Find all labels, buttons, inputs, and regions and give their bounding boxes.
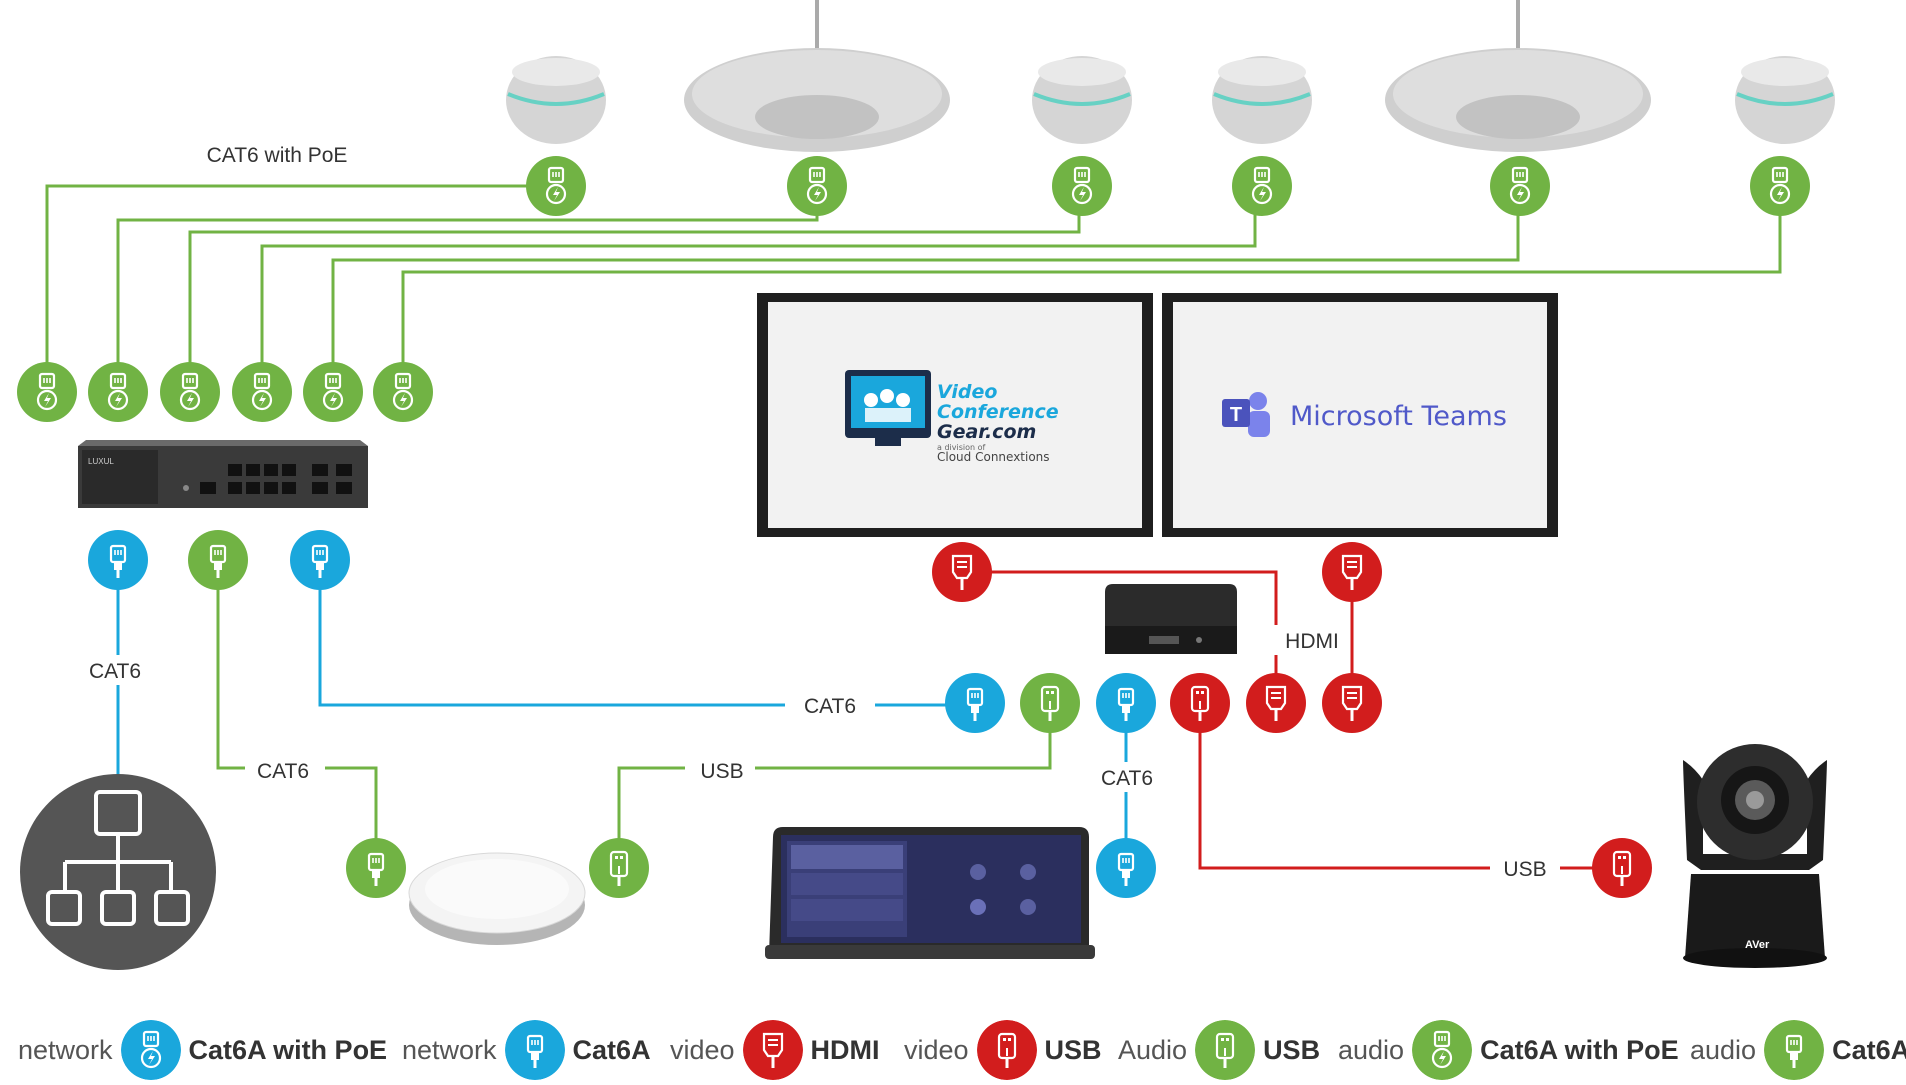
- svg-text:Conference: Conference: [937, 401, 1059, 423]
- speakerphone: [408, 852, 586, 945]
- microsoft-teams-logo: T Microsoft Teams: [1222, 392, 1507, 437]
- ethernet-poe-icon: [17, 362, 77, 422]
- cat6-label-speakerphone: CAT6: [257, 760, 309, 783]
- svg-text:a division of: a division of: [937, 443, 985, 452]
- usb-label-camera: USB: [1503, 858, 1546, 881]
- hdmi-icon: [1322, 673, 1382, 733]
- legend-item: network Cat6A with PoE: [18, 1020, 387, 1080]
- svg-text:T: T: [1230, 404, 1242, 426]
- usb-icon: [1592, 838, 1652, 898]
- display-left: Video Conference Gear.com a division of …: [757, 293, 1153, 537]
- touch-controller: [765, 827, 1095, 959]
- ethernet-icon: [188, 530, 248, 590]
- legend-item: audio Cat6A with PoE: [1338, 1020, 1679, 1080]
- ethernet-poe-icon: [1232, 156, 1292, 216]
- usb-icon: [1020, 673, 1080, 733]
- ceiling-mic-4: [1735, 56, 1835, 144]
- hdmi-label: HDMI: [1285, 630, 1339, 653]
- ethernet-icon: [346, 838, 406, 898]
- legend-name: USB: [1044, 1034, 1102, 1065]
- legend: network Cat6A with PoE network Cat6A vid…: [0, 1020, 1906, 1080]
- switch-poe-ports: [17, 362, 433, 422]
- legend-item: network Cat6A: [402, 1020, 651, 1080]
- legend-item: video USB: [904, 1020, 1102, 1080]
- ethernet-poe-icon: [526, 156, 586, 216]
- svg-text:Video: Video: [937, 381, 997, 403]
- hdmi-icon: [1322, 542, 1382, 602]
- usb-icon: [976, 1020, 1037, 1080]
- ethernet-poe-icon: [88, 362, 148, 422]
- ceiling-speaker-1: [684, 0, 950, 152]
- svg-text:Microsoft Teams: Microsoft Teams: [1290, 401, 1507, 432]
- display-right: T Microsoft Teams: [1162, 293, 1558, 537]
- svg-text:LUXUL: LUXUL: [88, 457, 114, 466]
- ethernet-icon: [1764, 1020, 1825, 1080]
- usb-icon: [1170, 673, 1230, 733]
- ceiling-mic-3: [1212, 56, 1312, 144]
- usb-label-speakerphone: USB: [700, 760, 743, 783]
- ethernet-poe-icon: [1750, 156, 1810, 216]
- ceiling-poe-ports: [526, 156, 1810, 216]
- legend-name: Cat6A with PoE: [188, 1034, 388, 1065]
- ethernet-poe-icon: [232, 362, 292, 422]
- cat6-label-internet: CAT6: [89, 660, 141, 683]
- legend-category: audio: [1338, 1034, 1405, 1065]
- video-conference-gear-logo: Video Conference Gear.com a division of …: [845, 370, 1059, 464]
- legend-item: audio Cat6A: [1690, 1020, 1906, 1080]
- usb-icon: [1195, 1020, 1256, 1080]
- hdmi-icon: [742, 1020, 803, 1080]
- legend-name: HDMI: [810, 1034, 880, 1065]
- ethernet-icon: [504, 1020, 565, 1080]
- legend-item: video HDMI: [670, 1020, 880, 1080]
- network-hierarchy-icon: [20, 774, 216, 970]
- legend-category: video: [904, 1034, 969, 1065]
- ethernet-icon: [945, 673, 1005, 733]
- ethernet-poe-icon: [1052, 156, 1112, 216]
- legend-category: network: [402, 1034, 497, 1065]
- network-switch: LUXUL: [78, 440, 368, 508]
- hdmi-icon: [932, 542, 992, 602]
- ethernet-poe-icon: [303, 362, 363, 422]
- camera-brand: AVer: [1745, 939, 1770, 951]
- ethernet-icon: [290, 530, 350, 590]
- ethernet-icon: [1096, 838, 1156, 898]
- legend-item: Audio USB: [1118, 1020, 1320, 1080]
- legend-category: network: [18, 1034, 113, 1065]
- ethernet-icon: [1096, 673, 1156, 733]
- legend-name: USB: [1263, 1034, 1321, 1065]
- cat6-poe-label: CAT6 with PoE: [207, 144, 348, 167]
- legend-name: Cat6A with PoE: [1480, 1034, 1679, 1065]
- cat6-label-pc: CAT6: [804, 695, 856, 718]
- ceiling-speaker-2: [1385, 0, 1651, 152]
- svg-text:Gear.com: Gear.com: [937, 421, 1036, 443]
- ethernet-icon: [88, 530, 148, 590]
- ethernet-poe-icon: [1490, 156, 1550, 216]
- ceiling-mic-1: [506, 56, 606, 144]
- hdmi-icon: [1246, 673, 1306, 733]
- mini-pc: [1105, 584, 1237, 654]
- ethernet-poe-icon: [373, 362, 433, 422]
- ethernet-poe-icon: [787, 156, 847, 216]
- legend-category: audio: [1690, 1034, 1757, 1065]
- legend-category: Audio: [1118, 1034, 1188, 1065]
- usb-icon: [589, 838, 649, 898]
- ceiling-devices: [506, 0, 1835, 152]
- ethernet-poe-icon: [120, 1020, 181, 1080]
- ethernet-poe-icon: [1412, 1020, 1473, 1080]
- ethernet-poe-icon: [160, 362, 220, 422]
- cat6-label-tablet: CAT6: [1101, 767, 1153, 790]
- legend-category: video: [670, 1034, 735, 1065]
- ceiling-mic-2: [1032, 56, 1132, 144]
- legend-name: Cat6A: [572, 1034, 651, 1065]
- legend-name: Cat6A: [1832, 1034, 1906, 1065]
- ptz-camera: AVer: [1683, 744, 1827, 968]
- svg-text:Cloud Connextions: Cloud Connextions: [937, 450, 1050, 464]
